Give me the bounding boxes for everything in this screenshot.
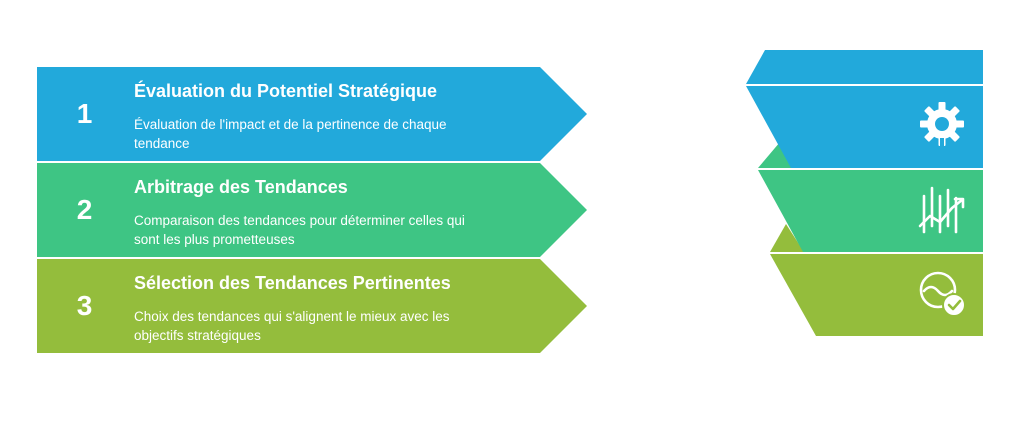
chart-trend-icon <box>918 186 965 234</box>
step-1-number: 1 <box>76 98 93 129</box>
funnel-fold-lime <box>770 224 804 252</box>
step-3-description: Choix des tendances qui s'alignent le mi… <box>134 309 450 343</box>
step-2-banner: 2 Arbitrage des Tendances Comparaison de… <box>37 163 587 257</box>
funnel-fold-green <box>758 142 792 168</box>
step-1-title: Évaluation du Potentiel Stratégique <box>134 81 438 101</box>
gear-icon <box>920 102 964 146</box>
handshake-check-icon <box>919 271 966 317</box>
funnel-top-cap <box>746 50 983 84</box>
step-2-description: Comparaison des tendances pour détermine… <box>134 213 465 247</box>
step-3-banner: 3 Sélection des Tendances Pertinentes Ch… <box>37 259 587 353</box>
step-3-number: 3 <box>76 290 93 321</box>
step-1-description: Évaluation de l'impact et de la pertinen… <box>134 117 447 151</box>
step-3-title: Sélection des Tendances Pertinentes <box>134 273 451 293</box>
step-2-number: 2 <box>76 194 93 225</box>
funnel-layer-1 <box>746 86 983 168</box>
step-1-banner: 1 Évaluation du Potentiel Stratégique Év… <box>37 67 587 161</box>
funnel-layer-2 <box>758 170 983 252</box>
step-2-title: Arbitrage des Tendances <box>134 177 348 197</box>
